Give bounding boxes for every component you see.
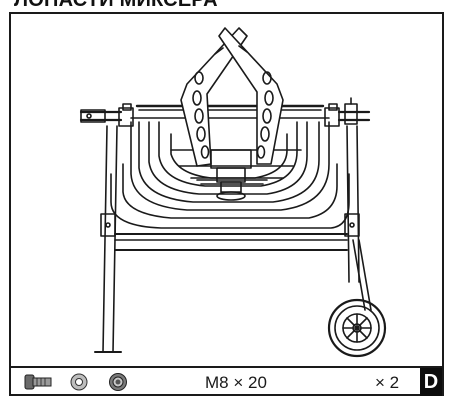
hardware-footer: M8 × 20 × 2 D	[11, 366, 442, 396]
mixer-paddle-right	[218, 27, 284, 165]
stand-frame	[94, 125, 372, 353]
page-heading: ЛОПАСТИ МИКСЕРА	[14, 0, 218, 11]
stand-wheel	[327, 298, 387, 358]
mixer-assembly-drawing	[79, 27, 387, 358]
washer-icon	[70, 373, 88, 391]
nut-icon	[109, 373, 127, 391]
illustration-frame: M8 × 20 × 2 D	[9, 12, 444, 396]
fastener-spec: M8 × 20	[205, 373, 267, 392]
fastener-quantity: × 2	[375, 373, 400, 392]
pivot-shaft	[79, 97, 371, 127]
paddle-hub	[196, 149, 268, 201]
step-label-badge: D	[420, 368, 442, 396]
mixer-drum	[110, 104, 350, 229]
bolt-icon	[24, 374, 52, 390]
